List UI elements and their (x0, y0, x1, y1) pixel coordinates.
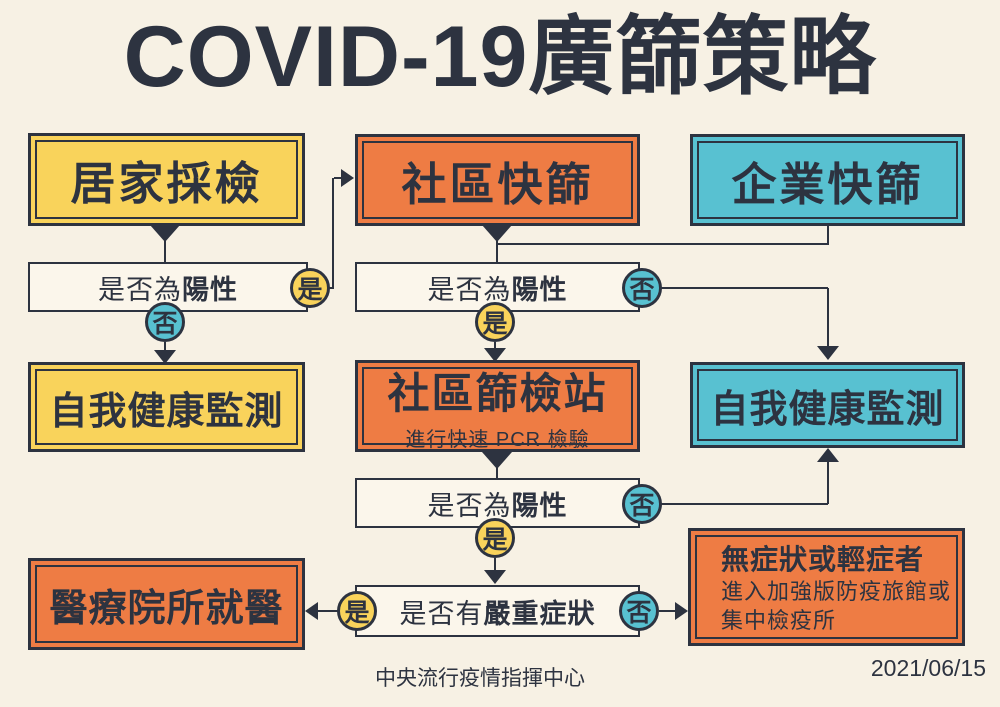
connector-station-to-q3 (496, 466, 498, 480)
node-community-rapid-screen: 社區快篩 (355, 134, 640, 226)
footer-organization: 中央流行疫情指揮中心 (375, 667, 585, 690)
page-title: COVID-19廣篩策略 (123, 9, 877, 105)
q1-no-arrow-icon (154, 350, 176, 364)
q4-no-badge: 否 (619, 591, 659, 631)
node-mild-case-line1: 進入加強版防疫旅館或 (721, 579, 952, 605)
q3-yes-arrow-icon (484, 570, 506, 584)
question-1-text: 是否為陽性 (98, 274, 238, 305)
connector-q3-no-h (660, 503, 828, 505)
connector-q1-yes-h1 (328, 287, 334, 289)
connector-q1-yes-v (332, 178, 334, 289)
connector-q3-no-v (827, 462, 829, 504)
node-self-monitor-right-label: 自我健康監測 (710, 388, 945, 431)
question-2-text: 是否為陽性 (427, 274, 568, 305)
q2-no-arrow-icon (817, 346, 839, 360)
q2-yes-badge: 是 (475, 302, 515, 342)
node-self-monitor-right: 自我健康監測 (690, 362, 965, 448)
connector-q1-no-v (164, 342, 166, 352)
footer-date: 2021/06/15 (870, 655, 986, 681)
connector-home-pointer-icon (150, 225, 180, 242)
q4-yes-arrow-icon (305, 602, 318, 620)
q2-yes-arrow-icon (484, 348, 506, 362)
node-mild-case-title: 無症狀或輕症者 (721, 544, 925, 576)
node-home-testing-label: 居家採檢 (70, 158, 263, 209)
connector-community-pointer-icon (482, 225, 512, 242)
connector-q4-no-h (659, 610, 677, 612)
connector-q3-yes-v (494, 558, 496, 572)
connector-enterprise-join (497, 243, 829, 245)
connector-q2-no-h (660, 287, 828, 289)
node-enterprise-rapid-screen-label: 企業快篩 (731, 158, 924, 210)
connector-enterprise-drop (827, 225, 829, 245)
q4-no-arrow-icon (675, 602, 688, 620)
q1-yes-arrow-icon (341, 169, 354, 187)
connector-q4-yes-h (318, 610, 338, 612)
node-self-monitor-left: 自我健康監測 (28, 362, 305, 452)
question-3-text: 是否為陽性 (427, 490, 568, 521)
node-hospital-care: 醫療院所就醫 (28, 558, 305, 650)
q4-yes-badge: 是 (337, 591, 377, 631)
q1-yes-badge: 是 (290, 268, 330, 308)
q3-no-badge: 否 (622, 484, 662, 524)
node-self-monitor-left-label: 自我健康監測 (49, 390, 284, 433)
q3-yes-badge: 是 (475, 518, 515, 558)
connector-q1-yes-h2 (334, 177, 342, 179)
connector-q2-yes-v (494, 342, 496, 350)
connector-community-to-q2 (496, 240, 498, 264)
node-mild-case-line2: 集中檢疫所 (721, 608, 837, 633)
node-screening-station: 社區篩檢站 進行快速 PCR 檢驗 (355, 360, 640, 452)
node-screening-station-subtitle: 進行快速 PCR 檢驗 (405, 429, 590, 451)
question-4-text: 是否有嚴重症狀 (399, 598, 596, 629)
node-mild-case: 無症狀或輕症者 進入加強版防疫旅館或 集中檢疫所 (688, 528, 965, 646)
node-hospital-care-label: 醫療院所就醫 (49, 587, 284, 630)
q1-no-badge: 否 (145, 302, 185, 342)
node-screening-station-label: 社區篩檢站 (387, 370, 608, 417)
connector-station-pointer-icon (482, 452, 512, 469)
node-home-testing: 居家採檢 (28, 133, 305, 226)
connector-home-to-q1 (164, 240, 166, 264)
connector-q2-no-v (827, 288, 829, 348)
node-enterprise-rapid-screen: 企業快篩 (690, 134, 965, 226)
node-community-rapid-screen-label: 社區快篩 (401, 158, 594, 210)
q3-no-arrow-icon (817, 448, 839, 462)
question-4-severe-symptoms: 是否有嚴重症狀 (355, 585, 640, 637)
q2-no-badge: 否 (622, 268, 662, 308)
